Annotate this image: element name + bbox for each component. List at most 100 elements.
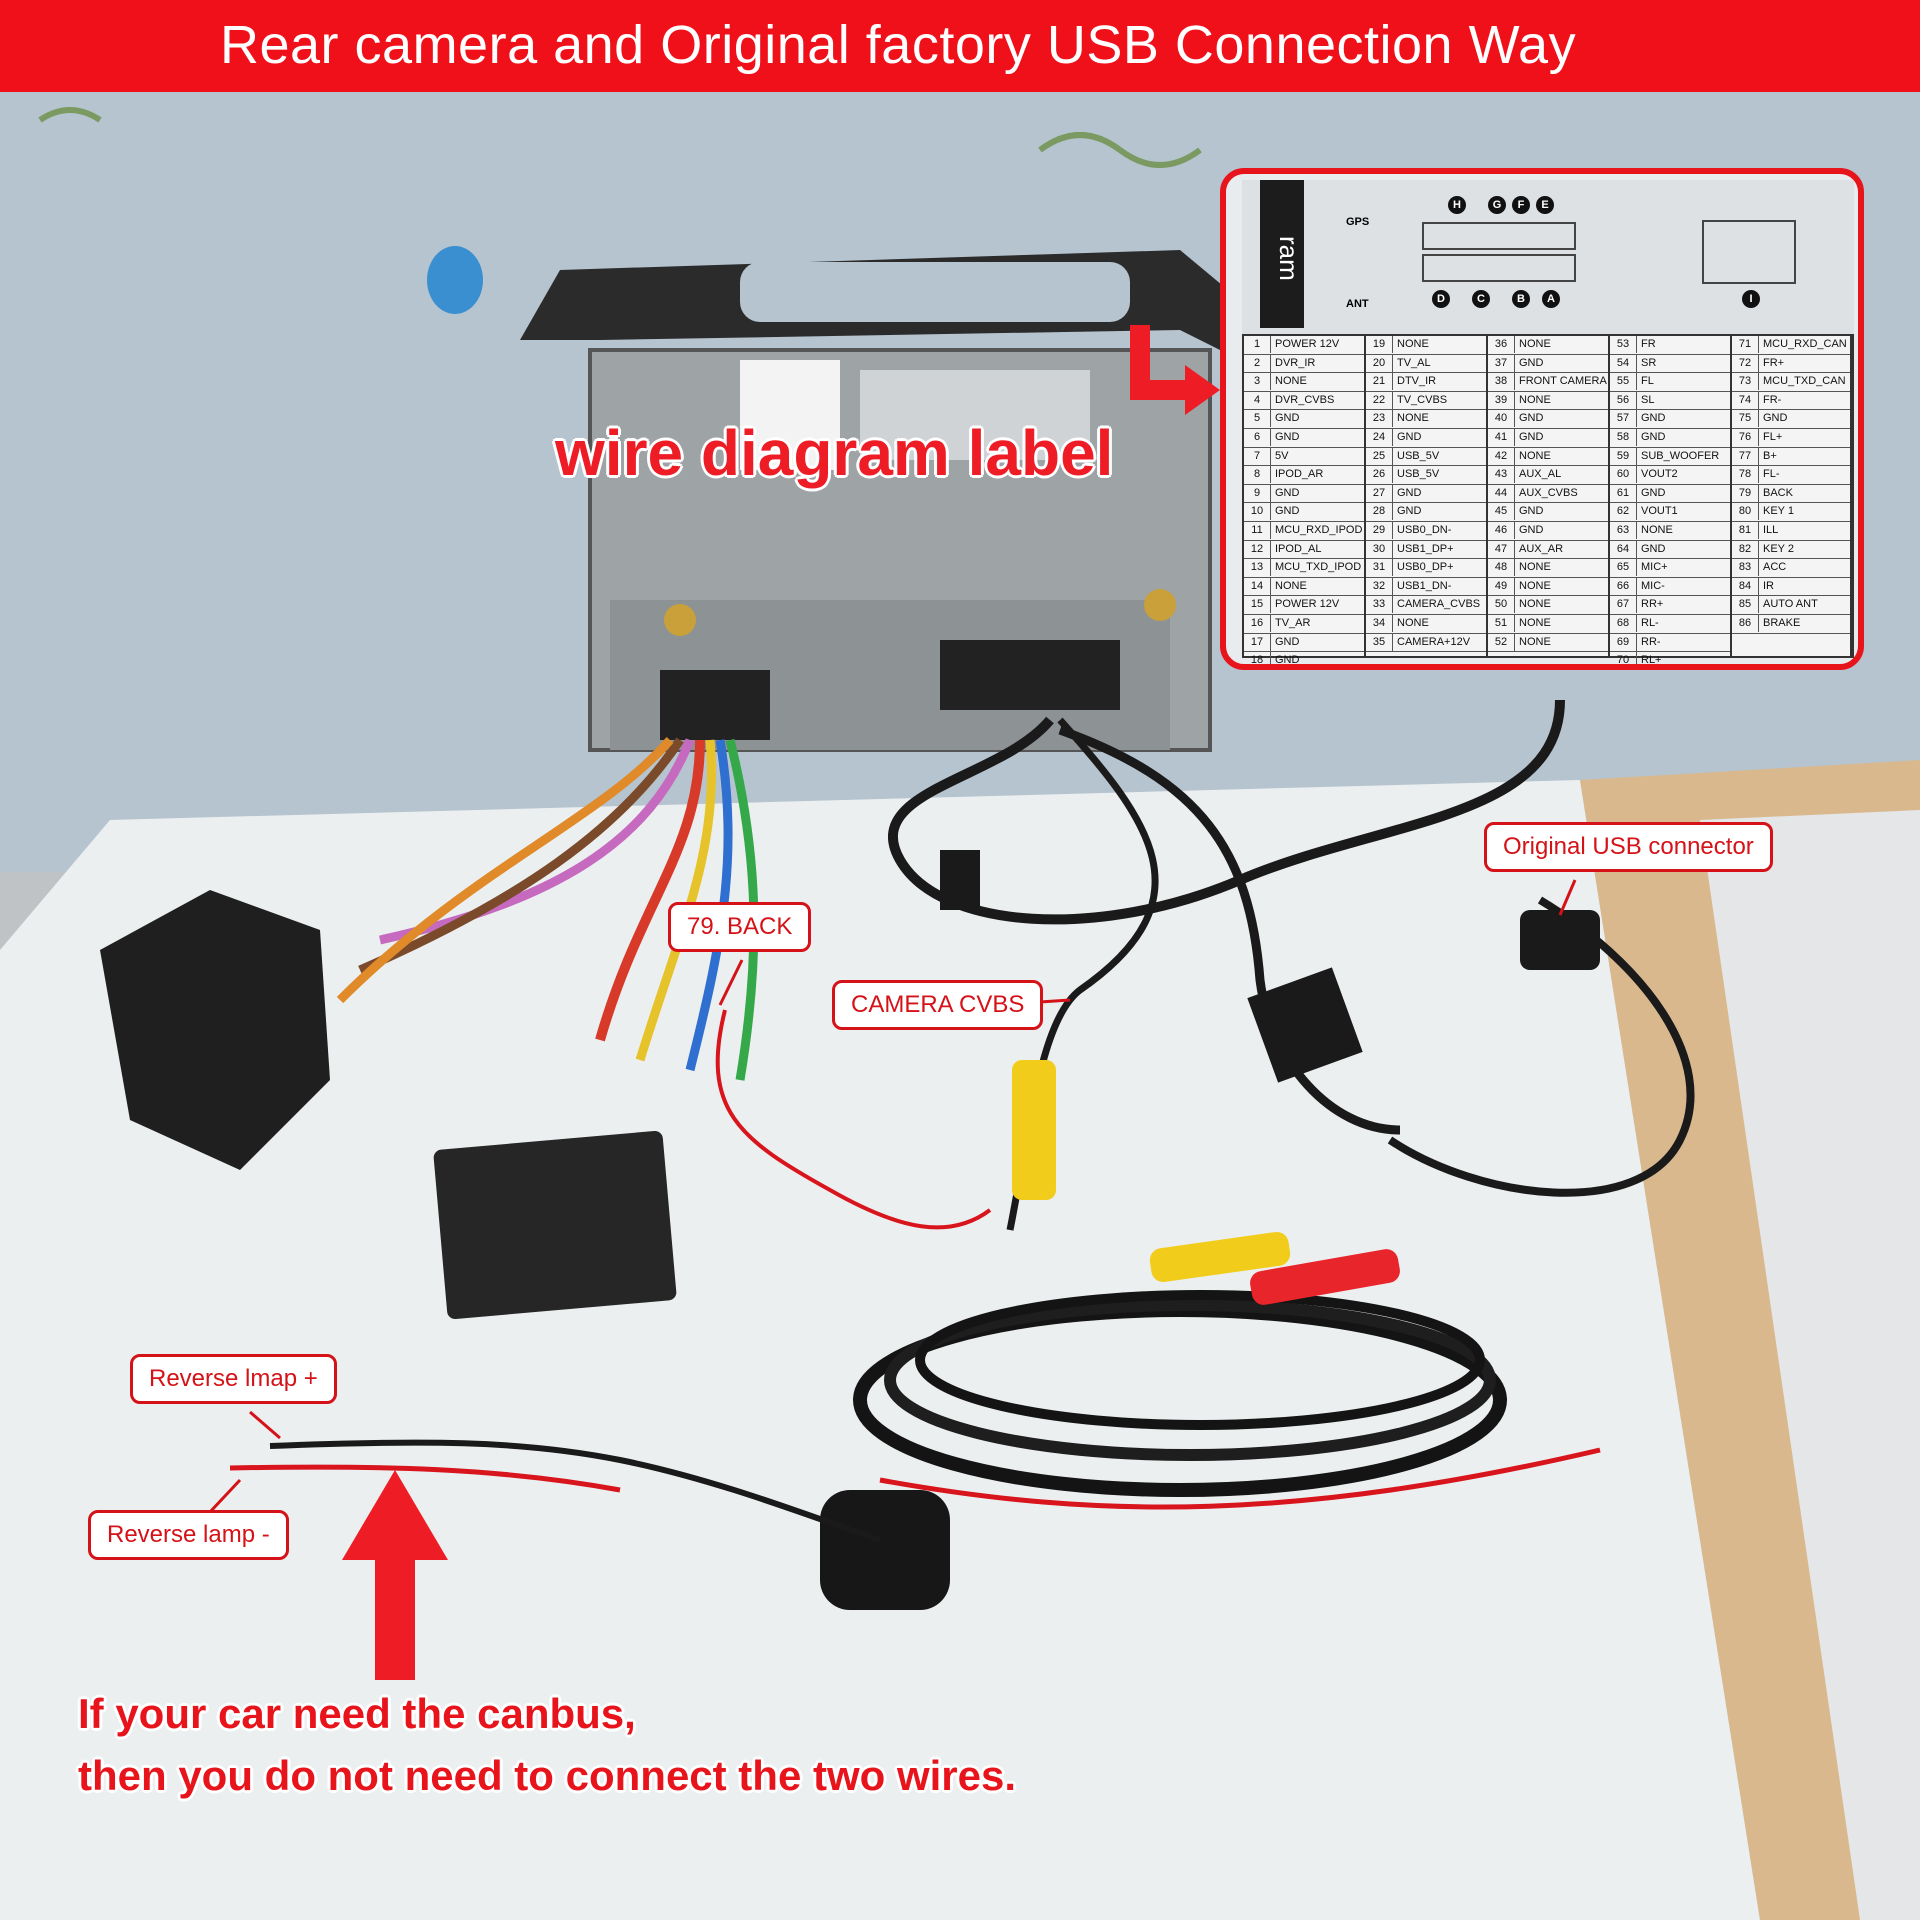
pin-number: 14: [1244, 577, 1271, 595]
pin-row: 34 NONE: [1366, 614, 1486, 634]
usb-extension-plug: [1247, 967, 1363, 1083]
pin-number: 48: [1488, 559, 1515, 577]
pin-number: 30: [1366, 540, 1393, 558]
ant-label: ANT: [1346, 298, 1369, 310]
pin-number: 17: [1244, 633, 1271, 651]
pin-label: CAMERA_CVBS: [1397, 598, 1481, 611]
pin-label: NONE: [1641, 523, 1673, 536]
callout-reverse-plus: Reverse lmap +: [130, 1354, 337, 1404]
pin-label: NONE: [1519, 635, 1551, 648]
gps-antenna-port: [664, 604, 696, 636]
pin-label: MCU_RXD_CAN: [1763, 338, 1847, 350]
pin-label: IR: [1763, 579, 1774, 592]
pin-label: CAMERA+12V: [1397, 635, 1471, 648]
pin-number: 22: [1366, 391, 1393, 409]
pin-number: 82: [1732, 540, 1759, 558]
pin-number: 38: [1488, 373, 1515, 391]
connector-layout: ram GPS ANT H G F E D C B A I: [1242, 180, 1854, 340]
pin-label: NONE: [1519, 449, 1551, 462]
pin-row: 63 NONE: [1610, 521, 1730, 541]
camera-cable-coil-2: [884, 1299, 1496, 1461]
pin-number: 71: [1732, 336, 1759, 353]
pin-number: 47: [1488, 540, 1515, 558]
pin-row: 41 GND: [1488, 428, 1608, 448]
pin-number: 80: [1732, 503, 1759, 521]
usb-cable-main: [887, 699, 1565, 925]
pin-number: 63: [1610, 521, 1637, 539]
pin-label: NONE: [1519, 616, 1551, 629]
pin-number: 74: [1732, 391, 1759, 409]
pointer-reverse-minus: [208, 1478, 242, 1514]
pin-number: 34: [1366, 614, 1393, 632]
pin-number: 76: [1732, 428, 1759, 446]
pin-number: 35: [1366, 633, 1393, 651]
pin-row: 42 NONE: [1488, 447, 1608, 467]
pin-row: 35 CAMERA+12V: [1366, 633, 1486, 653]
pin-label: GND: [1641, 412, 1666, 425]
pin-number: 77: [1732, 447, 1759, 465]
pin-number: 51: [1488, 614, 1515, 632]
pin-number: 53: [1610, 336, 1637, 353]
pin-label: AUX_AL: [1519, 468, 1562, 481]
conn-d: D: [1432, 290, 1450, 308]
pin-number: 28: [1366, 503, 1393, 521]
pin-number: 15: [1244, 596, 1271, 614]
wallpaper-bird: [427, 246, 483, 314]
connector-outline-right: [1702, 220, 1796, 284]
pin-number: 50: [1488, 596, 1515, 614]
pin-label: NONE: [1519, 598, 1551, 611]
conn-c: C: [1472, 290, 1490, 308]
red-rca-plug-camera: [1250, 1249, 1400, 1305]
pin-label: MIC+: [1641, 561, 1668, 574]
gps-label: GPS: [1346, 216, 1370, 228]
pin-label: GND: [1641, 486, 1666, 499]
pin-number: 41: [1488, 428, 1515, 446]
pin-label: NONE: [1397, 616, 1429, 629]
pin-label: GND: [1397, 430, 1422, 443]
canbus-decoder-box: [433, 1130, 677, 1320]
pin-label: NONE: [1275, 375, 1307, 388]
conn-h: H: [1448, 196, 1466, 214]
camera-power-wire: [879, 1447, 1601, 1510]
conn-b: B: [1512, 290, 1530, 308]
pin-number: 42: [1488, 447, 1515, 465]
pin-label: 5V: [1275, 449, 1289, 462]
pin-label: GND: [1519, 430, 1544, 443]
reverse-wire-red: [229, 1464, 621, 1493]
pin-label: GND: [1519, 356, 1544, 369]
pin-label: SL: [1641, 393, 1655, 406]
rear-camera: [820, 1490, 950, 1610]
pin-label: DTV_IR: [1397, 375, 1437, 388]
pin-label: USB0_DN-: [1397, 523, 1452, 536]
title-banner: Rear camera and Original factory USB Con…: [0, 0, 1920, 92]
pin-number: 58: [1610, 428, 1637, 446]
pin-number: 16: [1244, 614, 1271, 632]
pin-number: 9: [1244, 484, 1271, 502]
pin-number: 5: [1244, 410, 1271, 428]
pin-number: 1: [1244, 336, 1271, 353]
pin-number: 56: [1610, 391, 1637, 409]
pin-label: AUX_AR: [1519, 542, 1564, 555]
